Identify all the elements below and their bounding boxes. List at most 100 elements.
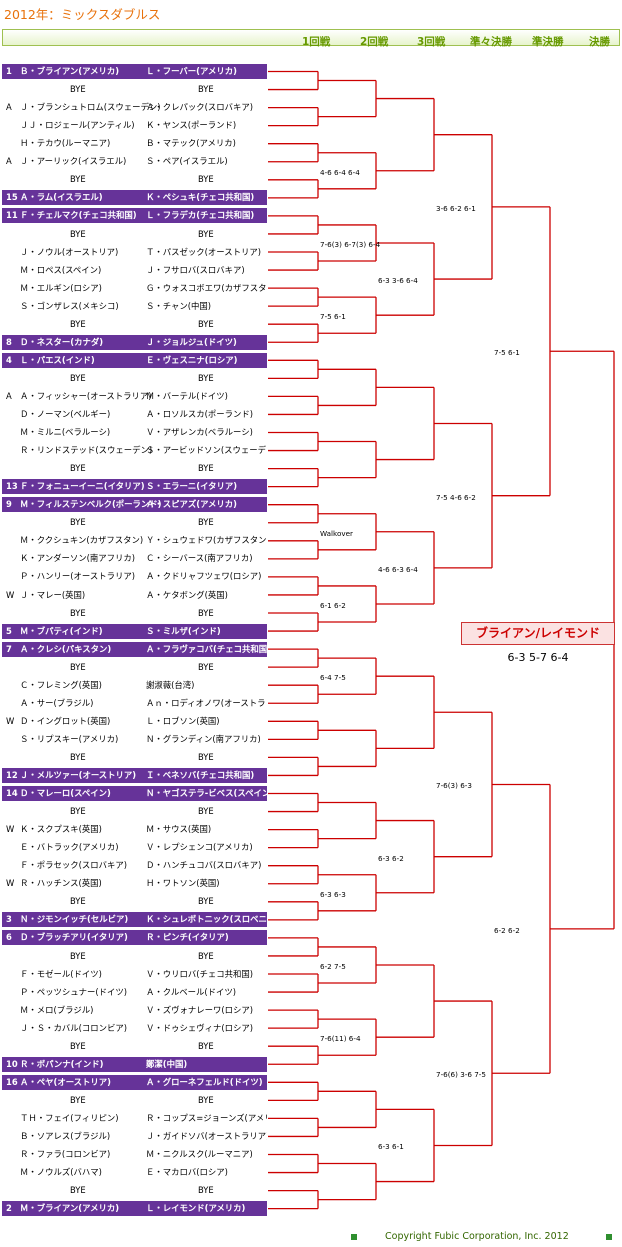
player-1: Ｅ・バトラック(アメリカ) (20, 842, 119, 853)
seed-mark: A (6, 102, 12, 113)
draw-row: Ｒ・リンドステッド(スウェーデン)Ｓ・アービッドソン(スウェーデン) (2, 443, 267, 458)
draw-row: Ｆ・ポラセック(スロバキア)Ｄ・ハンチュコバ(スロバキア) (2, 858, 267, 873)
player-2: BYE (198, 661, 214, 672)
player-1: Ｍ・ブパティ(インド) (20, 625, 103, 636)
player-2: BYE (198, 806, 214, 817)
player-2: BYE (198, 228, 214, 239)
player-1: Ｂ・ブライアン(アメリカ) (20, 66, 120, 76)
draw-row: Ｄ・ノーマン(ベルギー)Ａ・ロソルスカ(ポーランド) (2, 407, 267, 422)
player-1: Ｍ・ミルニ(ベラルーシ) (20, 427, 111, 437)
player-1: Ｊ・メルツァー(オーストリア) (20, 770, 137, 780)
player-2: BYE (198, 318, 214, 329)
player-2: Ａ・クレパック(スロバキア) (146, 102, 254, 113)
player-1: Ｐ・ハンリー(オーストラリア) (20, 571, 135, 582)
player-2: BYE (198, 896, 214, 907)
match-score: 3-6 6-2 6-1 (436, 203, 476, 213)
draw-row: Ｐ・ハンリー(オーストラリア) Ａ・クドリャフツェワ(ロシア) (2, 569, 267, 584)
player-2: Ｒ・ピンチ(イタリア) (146, 932, 229, 943)
player-2: Ｄ・ハンチュコバ(スロバキア) (146, 860, 262, 871)
player-2: Ｒ・コップス=ジョーンズ(アメリカ) (146, 1112, 267, 1123)
seed-mark: W (6, 878, 15, 889)
player-1: BYE (70, 1185, 86, 1196)
player-1: BYE (70, 1094, 86, 1105)
match-score: 6-2 7-5 (320, 961, 346, 971)
player-1: BYE (70, 751, 86, 762)
player-2: Ａ・クルベール(ドイツ) (146, 986, 237, 997)
player-1: BYE (70, 950, 86, 961)
match-score: 7-5 4-6 6-2 (436, 492, 476, 502)
draw-row: Ｒ・ファラ(コロンビア) Ｍ・ニクルスク(ルーマニア) (2, 1147, 267, 1162)
match-score: 7-6(6) 3-6 7-5 (436, 1070, 486, 1080)
player-1: Ｍ・ノウルズ(バハマ) (20, 1167, 102, 1177)
player-2: Ｌ・レイモンド(アメリカ) (146, 1203, 246, 1214)
seed-mark: 14 (6, 788, 18, 798)
player-2: Ｎ・ヤゴステラ-ビベス(スペイン) (146, 788, 267, 798)
seed-mark: A (6, 156, 12, 167)
player-1: Ｃ・フレミング(英国) (20, 679, 102, 690)
draw-row: Ｃ・フレミング(英国)謝淑薇(台湾) (2, 678, 267, 693)
player-2: BYE (198, 950, 214, 961)
seed-mark: 7 (6, 643, 12, 654)
player-1: Ｈ・テカウ(ルーマニア) (20, 138, 111, 149)
round-label-1: 1回戦 (302, 36, 331, 48)
seed-mark: 4 (6, 354, 12, 365)
draw-row: Ｈ・テカウ(ルーマニア) Ｂ・マテック(アメリカ) (2, 136, 267, 151)
player-1: Ｄ・マレーロ(スペイン) (20, 788, 111, 798)
player-2: Ｂ・マテック(アメリカ) (146, 138, 236, 149)
player-1: Ｍ・ロペス(スペイン) (20, 264, 102, 275)
seed-mark: 11 (6, 210, 18, 221)
match-score: 6-3 3-6 6-4 (378, 276, 418, 286)
draw-row: Ｍ・メロ(ブラジル)Ｖ・ズヴォナレーワ(ロシア) (2, 1003, 267, 1018)
seed-mark: 8 (6, 336, 12, 347)
player-2: Ａ・クドリャフツェワ(ロシア) (146, 571, 262, 582)
player-2: BYE (198, 751, 214, 762)
player-1: Ｊ・Ｓ・カバル(コロンビア) (20, 1022, 128, 1033)
player-1: Ｄ・ノーマン(ベルギー) (20, 408, 111, 419)
player-1: Ｍ・ブライアン(アメリカ) (20, 1203, 120, 1214)
player-1: Ｒ・ファラ(コロンビア) (20, 1149, 111, 1159)
player-2: Ｋ・ヤンス(ポーランド) (146, 120, 237, 131)
match-score: Walkover (320, 528, 353, 538)
player-1: Ｎ・ジモンイッチ(セルビア) (20, 914, 129, 925)
player-2: Ｍ・ニクルスク(ルーマニア) (146, 1149, 253, 1159)
player-1: BYE (70, 517, 86, 528)
round-label-2: 2回戦 (360, 36, 389, 48)
player-1: BYE (70, 84, 86, 94)
player-1: Ｍ・エルギン(ロシア) (20, 282, 102, 293)
player-2: Ｇ・ウォスコボエワ(カザフスタン) (146, 282, 267, 293)
player-2: Ｅ・ヴェスニナ(ロシア) (146, 354, 238, 365)
seed-mark: W (6, 589, 15, 600)
player-2: Ｊ・ガイドソバ(オーストラリア) (146, 1131, 267, 1141)
match-score: 6-3 6-3 (320, 889, 346, 899)
draw-row: Ａ・サー(ブラジル)Ａｎ・ロディオノワ(オーストラリア) (2, 696, 267, 711)
player-1: Ｍ・フィルステンベルク(ポーランド) (20, 499, 162, 510)
round-label-final: 決勝 (589, 36, 610, 48)
player-2: Ｉ・ベネソバ(チェコ共和国) (146, 770, 255, 780)
player-2: 鄭潔(中国) (146, 1058, 188, 1069)
footer-square-icon (606, 1234, 612, 1240)
seed-mark: 3 (6, 914, 12, 925)
player-1: BYE (70, 1040, 86, 1051)
player-1: Ｆ・チェルマク(チェコ共和国) (20, 210, 137, 221)
match-score: 7-6(3) 6-3 (436, 781, 472, 791)
draw-row: Ｍ・ミルニ(ベラルーシ)Ｖ・アザレンカ(ベラルーシ) (2, 425, 267, 440)
player-2: Ｍ・バーテル(ドイツ) (146, 390, 228, 401)
match-score: 4-6 6-4 6-4 (320, 167, 360, 177)
round-label-3: 3回戦 (417, 36, 446, 48)
final-score: 6-3 5-7 6-4 (507, 651, 569, 664)
